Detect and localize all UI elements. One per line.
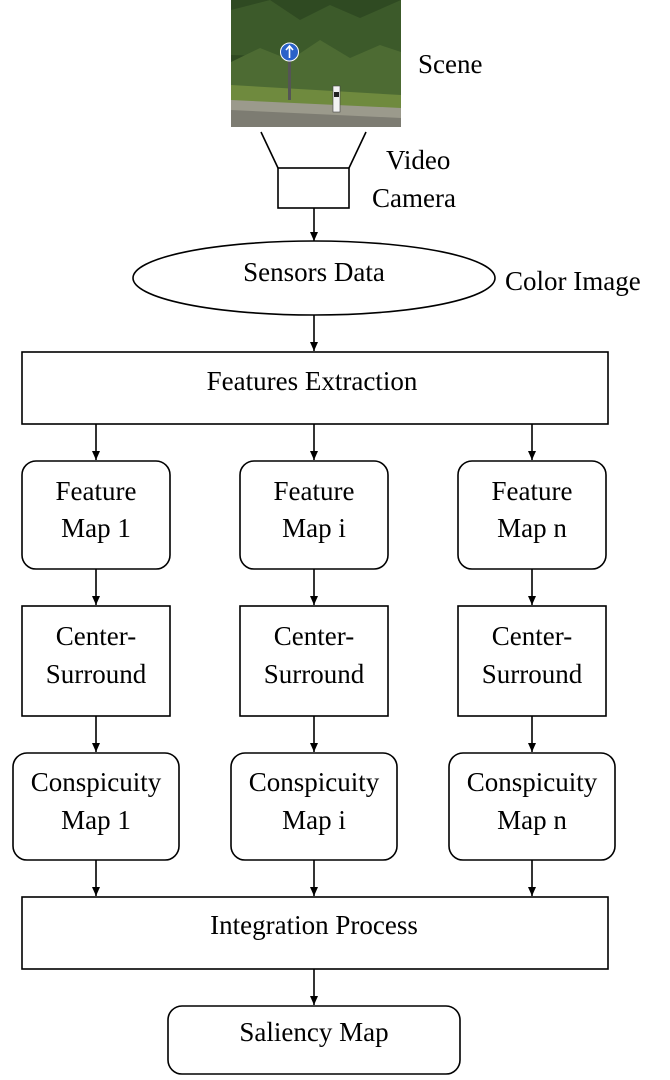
center-surround-i-box [239,605,389,717]
scene-photo [231,0,401,127]
center-surround-i-line2: Surround [264,659,365,689]
conspicuity-map-n-line2: Map n [497,805,567,835]
video-camera-icon [260,131,367,209]
color-image-label: Color Image [505,266,641,296]
center-surround-1-box [21,605,171,717]
conspicuity-map-i-line2: Map i [282,805,346,835]
feature-map-i-line2: Map i [282,513,346,543]
feature-map-n-line1: Feature [492,476,573,506]
center-surround-1-line1: Center- [56,621,136,651]
scene-label: Scene [418,49,482,79]
integration-process-box [21,896,609,970]
camera-label-line1: Video [386,145,450,175]
camera-label-line2: Camera [372,183,456,213]
conspicuity-map-i-line1: Conspicuity [249,767,380,797]
center-surround-n-line1: Center- [492,621,572,651]
center-surround-n-line2: Surround [482,659,583,689]
center-surround-n-box [457,605,607,717]
saliency-map-label: Saliency Map [239,1017,388,1047]
features-extraction-label: Features Extraction [207,366,418,396]
feature-map-1-line2: Map 1 [61,513,131,543]
saliency-map-box [167,1005,461,1075]
conspicuity-map-1-line2: Map 1 [61,805,131,835]
features-extraction-box [21,351,609,425]
integration-process-label: Integration Process [210,910,418,940]
feature-map-1-line1: Feature [56,476,137,506]
center-surround-i-line1: Center- [274,621,354,651]
sensors-data-label: Sensors Data [243,257,385,287]
conspicuity-map-n-line1: Conspicuity [467,767,598,797]
feature-map-i-line1: Feature [274,476,355,506]
feature-map-n-line2: Map n [497,513,567,543]
center-surround-1-line2: Surround [46,659,147,689]
conspicuity-map-1-line1: Conspicuity [31,767,162,797]
